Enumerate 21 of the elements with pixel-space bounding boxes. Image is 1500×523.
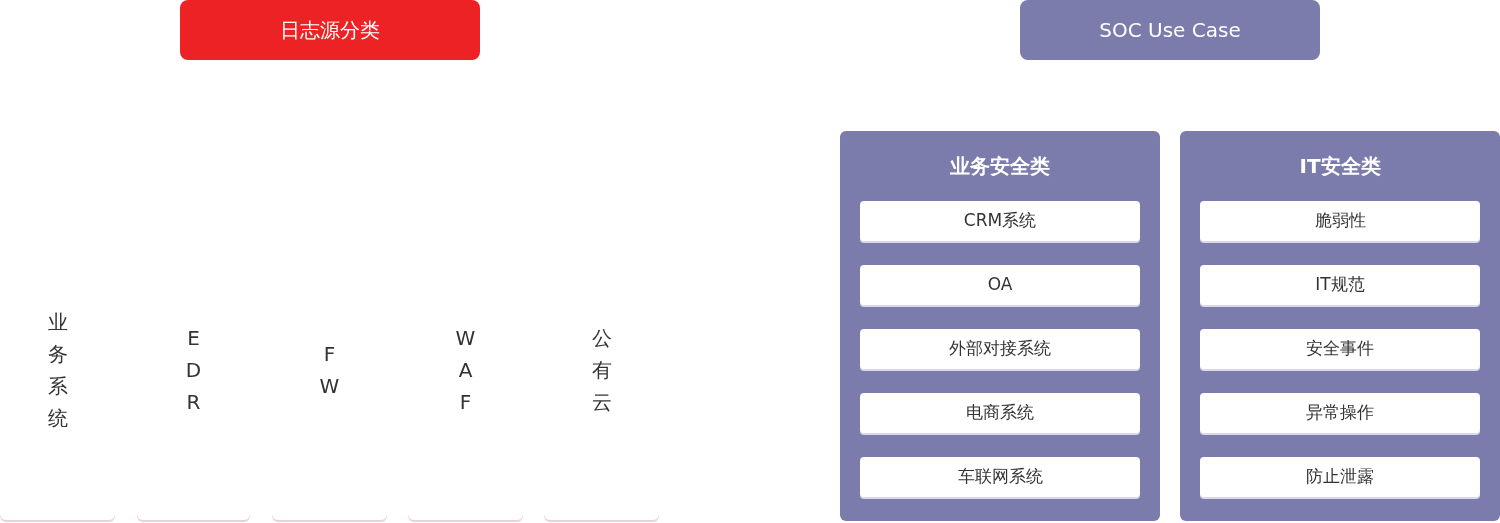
use-case-item: IT规范 xyxy=(1200,265,1480,305)
category-panel xyxy=(1180,131,1500,521)
column-label: 业务系统 xyxy=(47,309,68,432)
use-case-item: OA xyxy=(860,265,1140,305)
title-banner: SOC Use Case xyxy=(1020,0,1320,60)
title-banner: 日志源分类 xyxy=(180,0,480,60)
category-panel xyxy=(840,131,1160,521)
use-case-item: 防止泄露 xyxy=(1200,457,1480,497)
column-label: WAF xyxy=(455,325,476,416)
column-label: FW xyxy=(319,341,340,400)
column-label: 公有云 xyxy=(591,325,612,416)
use-case-item: 车联网系统 xyxy=(860,457,1140,497)
use-case-item: CRM系统 xyxy=(860,201,1140,241)
use-case-item: 外部对接系统 xyxy=(860,329,1140,369)
use-case-item: 安全事件 xyxy=(1200,329,1480,369)
panel-heading: 业务安全类 xyxy=(949,153,1051,180)
column-label: EDR xyxy=(184,325,203,416)
use-case-item: 异常操作 xyxy=(1200,393,1480,433)
panel-heading: IT安全类 xyxy=(1298,153,1382,180)
use-case-item: 电商系统 xyxy=(860,393,1140,433)
use-case-item: 脆弱性 xyxy=(1200,201,1480,241)
